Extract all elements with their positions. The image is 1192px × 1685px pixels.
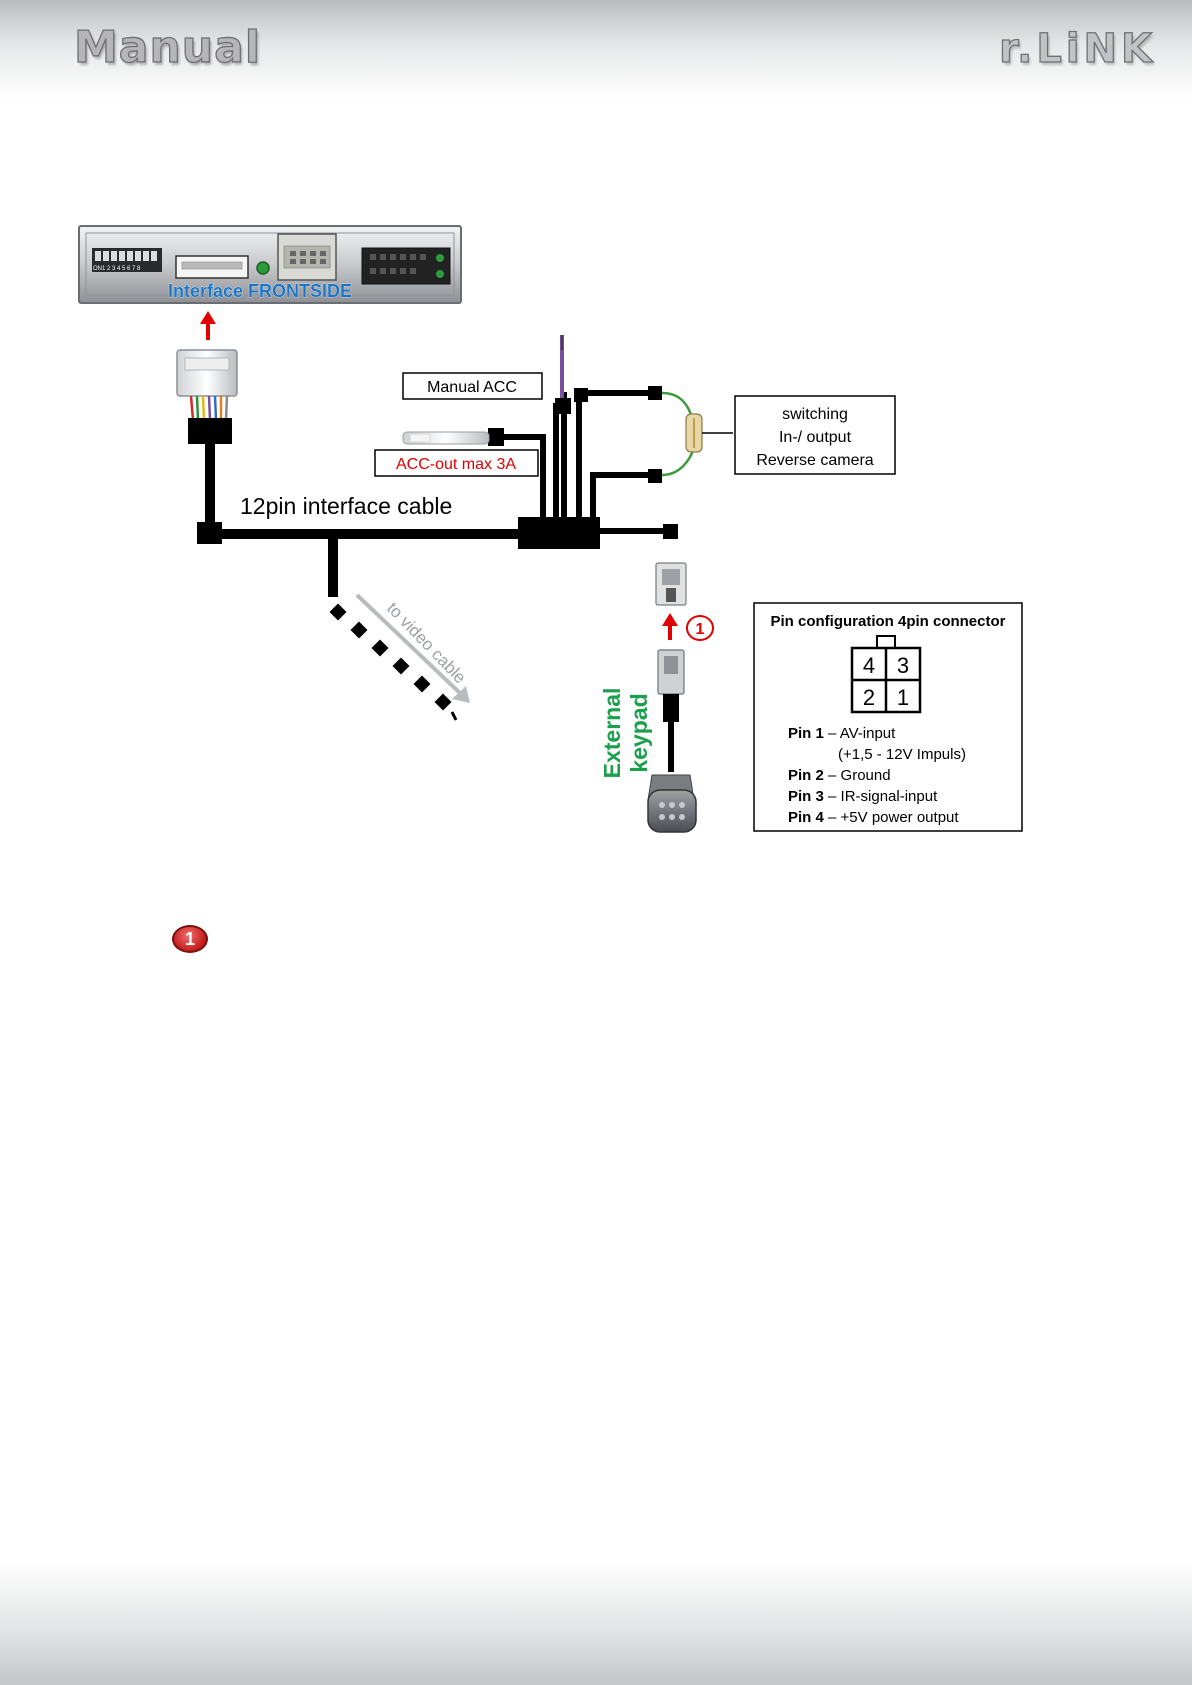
header-band: [0, 0, 1192, 100]
interface-12pin-socket: [175, 255, 249, 279]
pin-grid-cell-3: 3: [897, 653, 909, 678]
red-arrow-keypad: [662, 613, 678, 640]
pin-box-title: Pin configuration 4pin connector: [770, 613, 1005, 630]
to-video-cable-label: to video cable: [383, 599, 470, 688]
pin-row-3: Pin 3 – IR-signal-input: [788, 788, 938, 805]
video-cable-arrow: [355, 593, 470, 703]
acc-out-text: ACC-out max 3A: [396, 456, 516, 473]
pin-row-4: Pin 4 – +5V power output: [788, 809, 959, 826]
dip-on-label: ON: [93, 266, 102, 272]
keypad-connector-bottom: [657, 649, 685, 772]
interface-module: ON 1 2 3 4 5 6 7 8: [78, 225, 462, 304]
reverse-camera-fuse: [685, 413, 703, 453]
switching-line-2: In-/ output: [779, 429, 852, 446]
interface-right-connector: [361, 247, 451, 285]
video-cable-trail: [329, 603, 458, 721]
switching-label: switching In-/ output Reverse camera: [734, 395, 896, 475]
pin-row-1-detail: (+1,5 - 12V Impuls): [838, 746, 966, 763]
external-keypad-label-line-2: keypad: [626, 693, 652, 772]
manual-acc-label: Manual ACC: [402, 372, 543, 400]
pin-row-2: Pin 2 – Ground: [788, 767, 891, 784]
pin-grid-cell-2: 2: [863, 685, 875, 710]
external-keypad-label-line-1: External: [599, 688, 625, 779]
dip-switch-block: ON 1 2 3 4 5 6 7 8: [92, 248, 162, 272]
manual-acc-text: Manual ACC: [427, 379, 517, 396]
pin-grid: 4 3 2 1: [850, 635, 922, 714]
12pin-plug: [176, 349, 238, 444]
marker-1-circle: 1: [686, 615, 714, 641]
switching-line-3: Reverse camera: [756, 452, 873, 469]
pin-grid-cell-1: 1: [897, 685, 909, 710]
switching-line-1: switching: [782, 406, 848, 423]
keypad-connector-top: [655, 562, 687, 606]
brand-rlink-logo: r.LiNK: [998, 25, 1156, 72]
external-keypad-device: [647, 774, 697, 833]
status-led: [256, 261, 270, 275]
brand-manual-logo: Manual: [73, 21, 261, 73]
footer-band: [0, 1560, 1192, 1685]
dip-numbers: 1 2 3 4 5 6 7 8: [102, 266, 141, 272]
interface-frontside-label: Interface FRONTSIDE: [168, 281, 352, 301]
12pin-cable-label: 12pin interface cable: [240, 493, 452, 519]
acc-out-label: ACC-out max 3A: [374, 449, 539, 477]
acc-out-plug: [402, 431, 490, 445]
pin-row-1: Pin 1 – AV-input: [788, 725, 896, 742]
pin-grid-cell-4: 4: [863, 653, 875, 678]
cable-harness: [197, 386, 678, 597]
pin-configuration-box: Pin configuration 4pin connector 4 3 2 1…: [753, 602, 1023, 832]
red-arrow-to-interface: [200, 311, 216, 340]
footnote-marker-1: 1: [172, 925, 208, 953]
marker-1-text: 1: [696, 621, 705, 638]
interface-middle-connector: [277, 233, 337, 281]
